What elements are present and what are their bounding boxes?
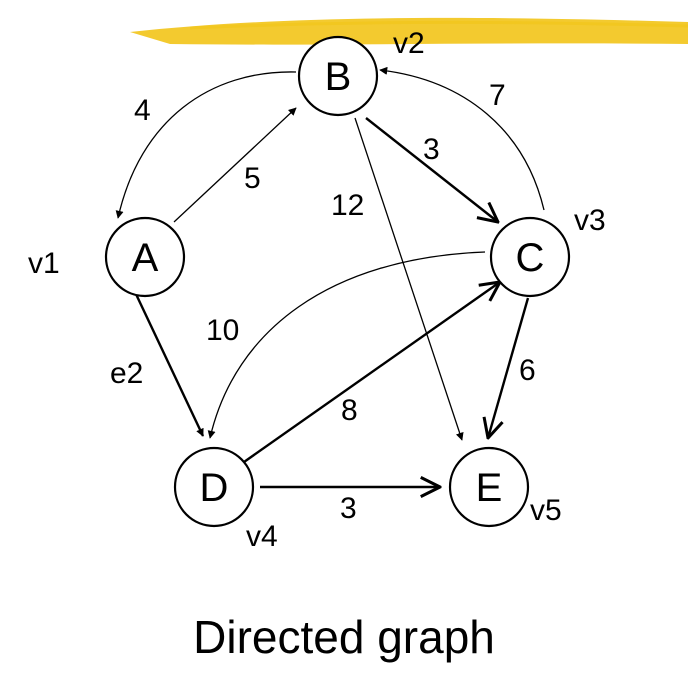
highlighter-stroke: [130, 17, 688, 45]
node-b: B: [297, 35, 379, 117]
node-a-label: A: [132, 236, 159, 280]
weight-label-a-d: e2: [110, 357, 143, 390]
vertex-label-d: v4: [246, 520, 278, 553]
node-b-label: B: [325, 55, 352, 99]
vertex-label-b: v2: [393, 27, 425, 60]
node-e-label: E: [476, 466, 503, 510]
node-a: A: [104, 216, 186, 298]
weight-label-d-c: 8: [341, 394, 358, 427]
edge-c-b: [379, 66, 545, 211]
vertex-label-a: v1: [28, 247, 60, 280]
edge-d-c: [243, 282, 500, 463]
edge-b-a: [115, 71, 297, 219]
node-e: E: [448, 446, 530, 528]
edge-c-e: [488, 297, 530, 438]
node-d-label: D: [200, 466, 229, 510]
caption: Directed graph: [193, 611, 495, 663]
edge-a-d: [133, 291, 205, 437]
weight-label-c-b: 7: [489, 79, 506, 112]
weight-label-a-b: 5: [244, 162, 261, 195]
weight-label-c-d: 10: [206, 314, 239, 347]
weight-label-c-e: 6: [519, 354, 536, 387]
node-d: D: [173, 446, 255, 528]
edge-b-e: [354, 117, 464, 441]
edge-b-c: [365, 117, 498, 222]
node-c: C: [489, 216, 571, 298]
weight-label-b-e: 12: [331, 189, 364, 222]
edge-a-b: [173, 107, 297, 223]
vertex-label-c: v3: [574, 204, 606, 237]
weight-label-b-a: 4: [134, 94, 151, 127]
weight-label-b-c: 3: [423, 133, 440, 166]
weight-label-d-e: 3: [340, 492, 357, 525]
node-c-label: C: [516, 236, 545, 280]
edge-c-d: [207, 251, 486, 439]
vertex-label-e: v5: [530, 494, 562, 527]
